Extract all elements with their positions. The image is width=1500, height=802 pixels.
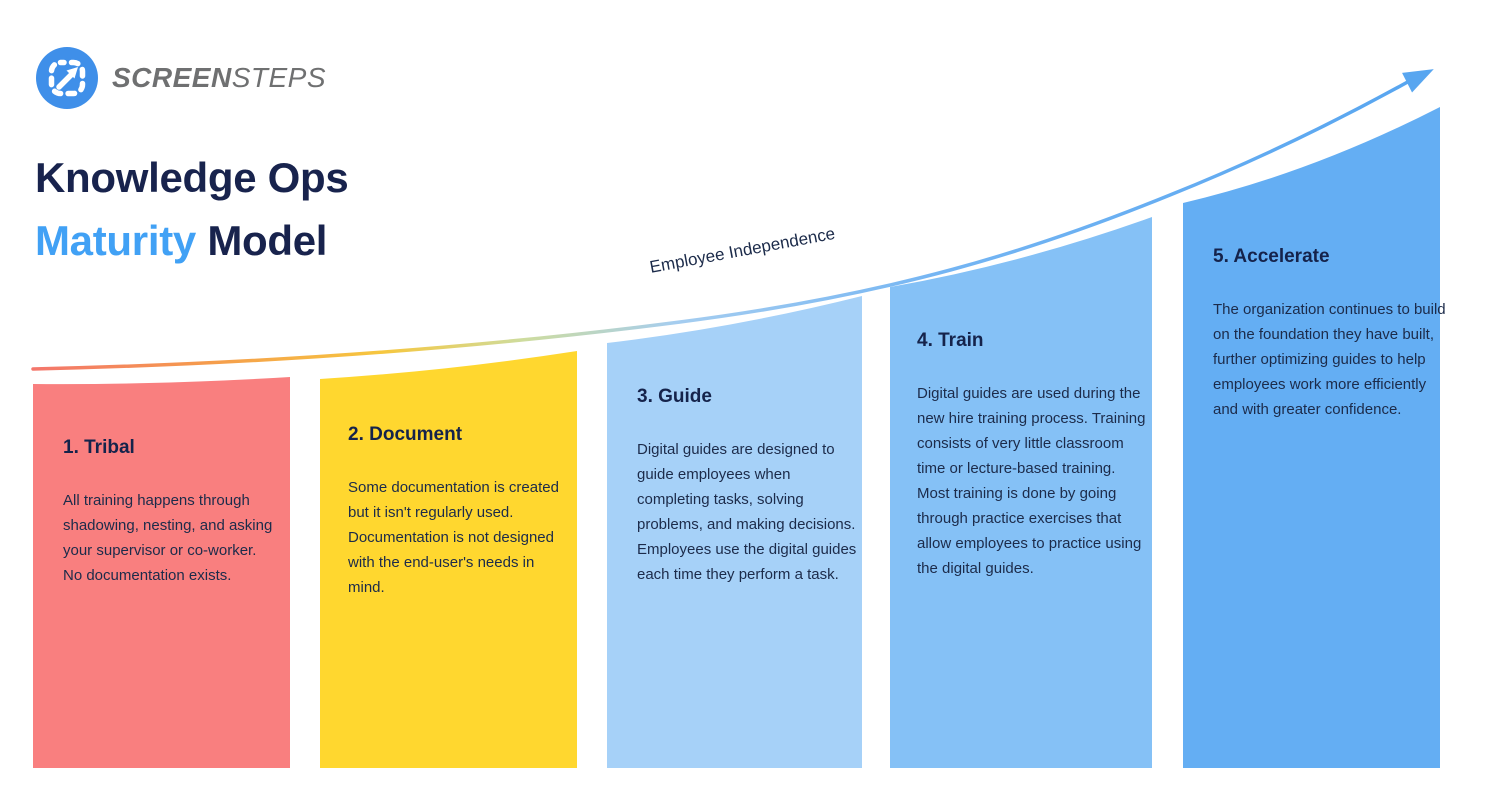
column-title: 1. Tribal xyxy=(63,437,135,458)
title-rest: Model xyxy=(195,217,328,264)
brand-wordmark-light: STEPS xyxy=(231,62,327,93)
column-text-guide: 3. Guide Digital guides are designed to … xyxy=(637,385,865,587)
screensteps-logo: SCREENSTEPS xyxy=(35,46,326,110)
title-accent: Maturity xyxy=(35,217,196,264)
column-title: 5. Accelerate xyxy=(1213,246,1330,267)
brand-wordmark-bold: SCREEN xyxy=(112,62,232,93)
title-line-2: Maturity Model xyxy=(35,209,348,272)
column-title: 4. Train xyxy=(917,330,984,351)
column-shape-tribal xyxy=(33,377,290,768)
growth-curve-arrowhead-icon xyxy=(1402,69,1434,93)
column-description: Some documentation is created but it isn… xyxy=(348,479,559,596)
column-shape-guide xyxy=(607,296,862,768)
column-shape-train xyxy=(890,217,1152,768)
brand-wordmark: SCREENSTEPS xyxy=(112,62,326,94)
column-description: All training happens through shadowing, … xyxy=(63,492,273,584)
screensteps-logo-icon xyxy=(36,47,98,109)
column-shape-document xyxy=(320,351,577,768)
column-description: Digital guides are used during the new h… xyxy=(917,385,1146,577)
column-title: 3. Guide xyxy=(637,386,712,407)
column-title: 2. Document xyxy=(348,424,463,445)
column-shape-accelerate xyxy=(1183,107,1440,768)
column-description: The organization continues to build on t… xyxy=(1213,301,1446,418)
column-text-tribal: 1. Tribal All training happens through s… xyxy=(63,436,273,588)
growth-curve-line xyxy=(31,72,1424,371)
page-title: Knowledge Ops Maturity Model xyxy=(35,146,349,272)
title-line-1: Knowledge Ops xyxy=(35,154,349,201)
column-description: Digital guides are designed to guide emp… xyxy=(637,441,857,583)
column-text-accelerate: 5. Accelerate The organization continues… xyxy=(1213,245,1447,422)
column-text-train: 4. Train Digital guides are used during … xyxy=(917,329,1151,581)
column-text-document: 2. Document Some documentation is create… xyxy=(348,423,562,600)
